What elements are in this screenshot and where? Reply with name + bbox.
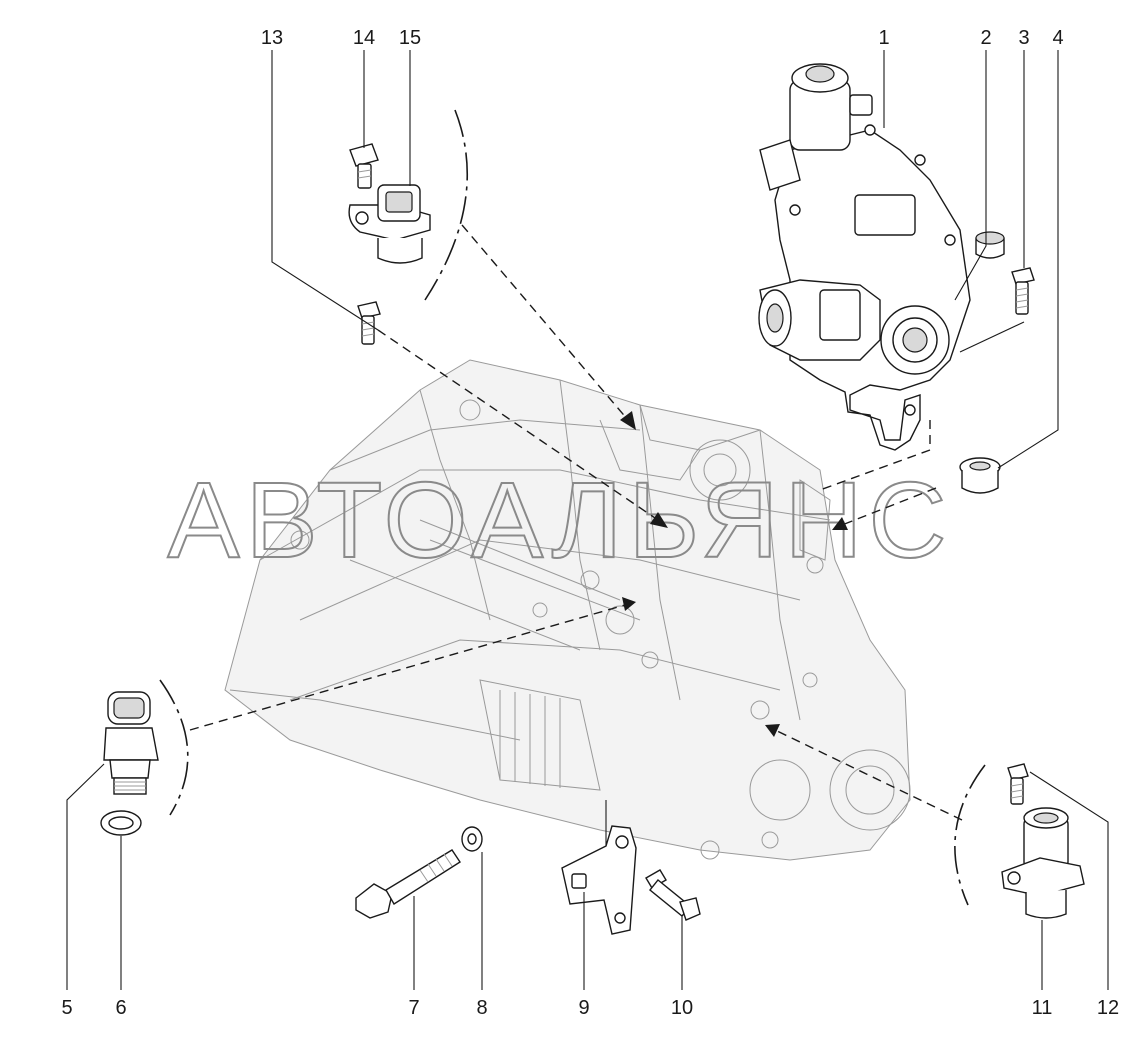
callout-3: 3 <box>1018 27 1029 49</box>
crankshaft-sensor <box>1001 807 1085 919</box>
group-arc-sensor <box>424 109 469 301</box>
bracket-bolt <box>645 869 701 921</box>
callout-8: 8 <box>476 997 487 1019</box>
watermark-text: АВТОАЛЬЯНС <box>168 459 953 580</box>
assembly-line-1 <box>819 420 931 491</box>
callout-15: 15 <box>399 27 421 49</box>
flat-washer <box>461 826 483 852</box>
pressure-switch <box>103 691 159 795</box>
assembly-line-15 <box>461 224 629 421</box>
callout-12: 12 <box>1097 997 1119 1019</box>
group-arc-pressure <box>159 679 189 816</box>
assembly-line-4 <box>841 487 937 526</box>
bushing <box>959 457 1001 494</box>
sealing-washer <box>100 810 142 836</box>
callout-9: 9 <box>578 997 589 1019</box>
speed-sensor <box>348 184 431 264</box>
callout-2: 2 <box>980 27 991 49</box>
callout-1: 1 <box>878 27 889 49</box>
callout-6: 6 <box>115 997 126 1019</box>
sensor-bolt-14 <box>349 143 379 189</box>
assembly-line-13 <box>377 329 659 521</box>
callout-13: 13 <box>261 27 283 49</box>
callout-5: 5 <box>61 997 72 1019</box>
actuator-bolt <box>1011 267 1035 315</box>
callout-7: 7 <box>408 997 419 1019</box>
sensor-bolt-13 <box>357 301 381 345</box>
group-arc-crank <box>954 764 986 906</box>
callout-10: 10 <box>671 997 693 1019</box>
sensor-bolt-12 <box>1007 763 1029 805</box>
callout-11: 11 <box>1032 997 1053 1019</box>
assembly-line-11 <box>774 729 963 821</box>
gearbox-housing <box>224 359 911 861</box>
callout-4: 4 <box>1052 27 1063 49</box>
assembly-line-5 <box>189 604 626 731</box>
gear-shift-actuator <box>758 63 971 451</box>
callout-14: 14 <box>353 27 375 49</box>
mounting-bracket <box>561 825 637 935</box>
leader-lines <box>66 50 1109 990</box>
long-bolt <box>355 849 461 919</box>
sealing-plug <box>975 231 1005 259</box>
